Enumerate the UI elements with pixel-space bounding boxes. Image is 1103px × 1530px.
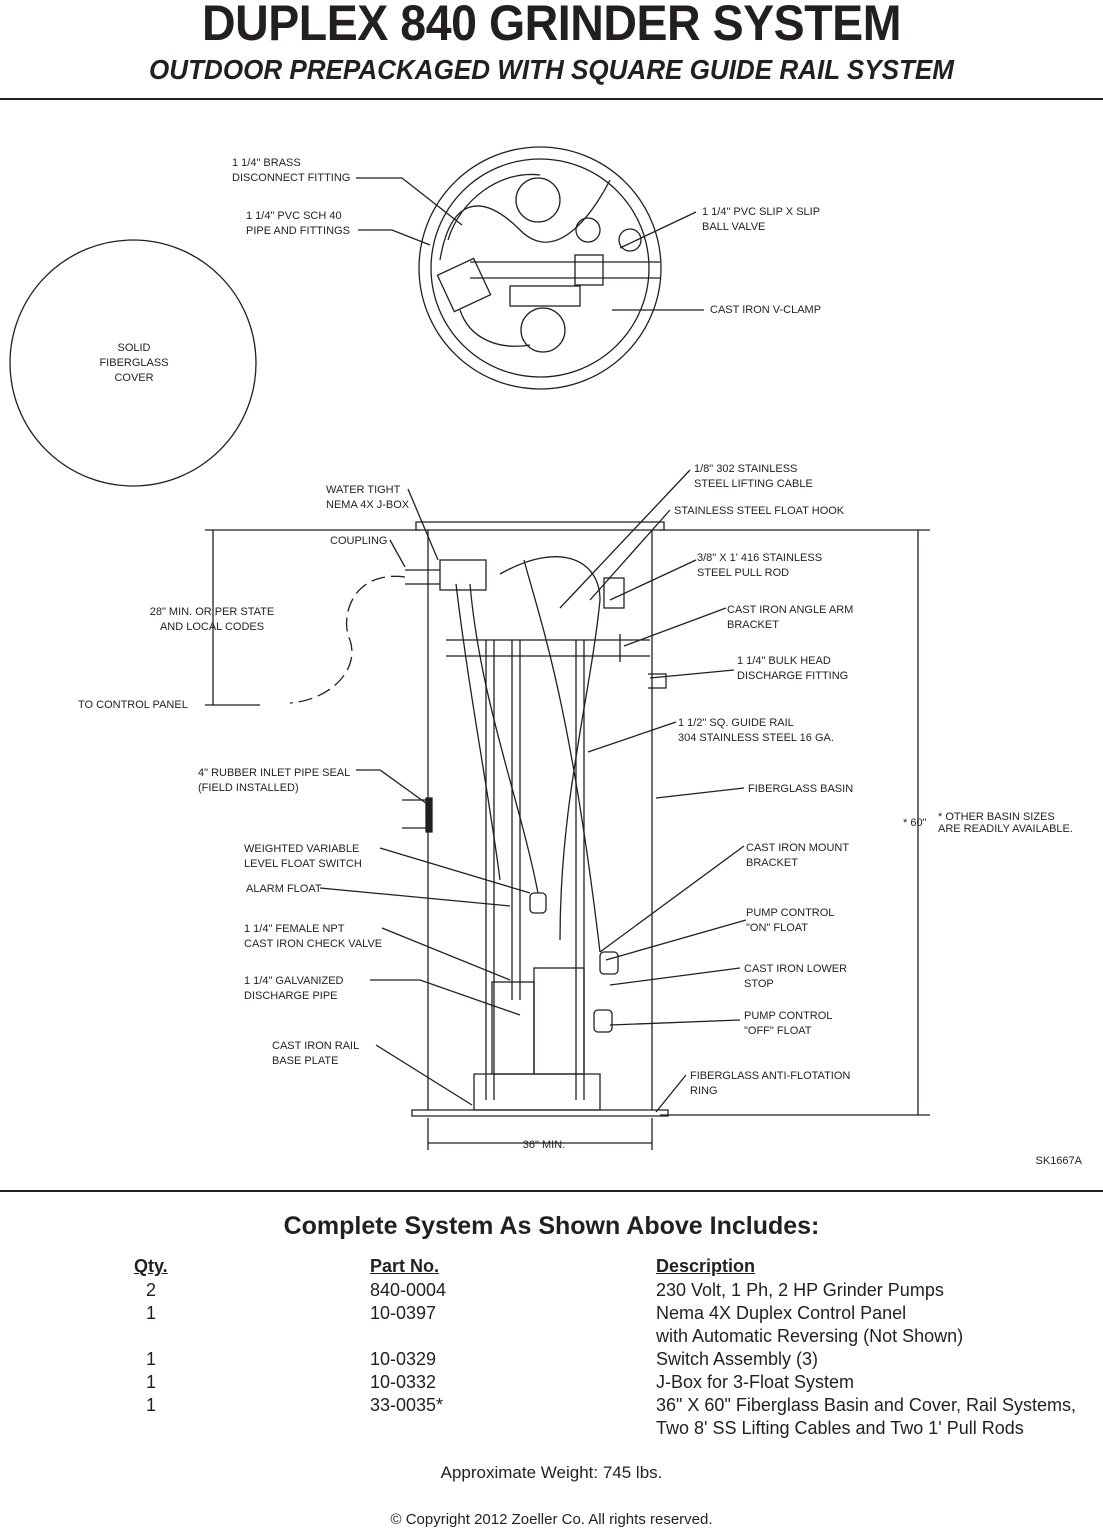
section-divider	[0, 1190, 1103, 1192]
label-v-clamp: CAST IRON V-CLAMP	[710, 304, 821, 316]
copyright: © Copyright 2012 Zoeller Co. All rights …	[390, 1511, 713, 1528]
fiberglass-cover	[9, 239, 257, 487]
basin-top-view-outer	[418, 146, 662, 390]
header-divider	[0, 98, 1103, 100]
row-part-no: 840-0004	[370, 1280, 447, 1300]
description-header: Description	[656, 1256, 756, 1276]
includes-title: Complete System As Shown Above Includes:	[283, 1212, 820, 1240]
row-part-no: 10-0397	[370, 1303, 437, 1323]
bulkhead-fitting	[648, 673, 667, 689]
on-float	[599, 951, 619, 975]
float-cords	[455, 556, 601, 953]
alarm-float	[529, 892, 547, 914]
label-alarm-float: ALARM FLOAT	[246, 883, 322, 895]
ball-valve-top-view	[574, 254, 604, 286]
basin-top-view-inner	[430, 158, 650, 378]
height-dimension-label: * 60"	[903, 817, 927, 829]
row-description: with Automatic Reversing (Not Shown)	[656, 1326, 964, 1346]
page-title: DUPLEX 840 GRINDER SYSTEM	[202, 0, 901, 51]
control-panel-conduit	[289, 575, 406, 704]
row-description: Switch Assembly (3)	[656, 1349, 819, 1369]
label-on-float: PUMP CONTROL"ON" FLOAT	[746, 907, 834, 934]
row-description: Nema 4X Duplex Control Panel	[656, 1303, 907, 1323]
base-plate	[473, 1073, 601, 1111]
part-header: Part No.	[370, 1256, 440, 1276]
row-description: 36" X 60" Fiberglass Basin and Cover, Ra…	[656, 1395, 1076, 1415]
row-qty: 1	[146, 1372, 157, 1392]
valve-handle-top-view-2	[618, 228, 642, 252]
row-description: J-Box for 3-Float System	[656, 1372, 855, 1392]
pump-1	[491, 981, 535, 1075]
float-hook	[603, 577, 625, 609]
leader-lines	[319, 177, 747, 1113]
label-float-hook: STAINLESS STEEL FLOAT HOOK	[674, 505, 845, 517]
label-off-float: PUMP CONTROL"OFF" FLOAT	[744, 1010, 832, 1037]
jbox	[439, 559, 487, 591]
row-qty: 2	[146, 1280, 157, 1300]
cable-top-view	[439, 173, 611, 347]
label-basin: FIBERGLASS BASIN	[748, 783, 853, 795]
height-dimension	[660, 529, 930, 1116]
anti-flotation-ring	[411, 1109, 669, 1117]
label-control-panel: TO CONTROL PANEL	[78, 699, 188, 711]
row-part-no: 10-0332	[370, 1372, 437, 1392]
row-part-no: 33-0035*	[370, 1395, 444, 1415]
row-description: 230 Volt, 1 Ph, 2 HP Grinder Pumps	[656, 1280, 944, 1300]
row-part-no: 10-0329	[370, 1349, 437, 1369]
qty-header: Qty.	[134, 1256, 168, 1276]
coupling	[405, 569, 440, 585]
row-qty: 1	[146, 1349, 157, 1369]
depth-dimension	[205, 529, 420, 706]
page-subtitle: OUTDOOR PREPACKAGED WITH SQUARE GUIDE RA…	[149, 54, 954, 85]
drawing-number: SK1667A	[1036, 1155, 1083, 1167]
discharge-pipe-top-view	[470, 261, 660, 279]
inlet-seal	[425, 797, 433, 833]
row-qty: 1	[146, 1303, 157, 1323]
jbox-top-view	[436, 257, 492, 313]
row-description: Two 8' SS Lifting Cables and Two 1' Pull…	[656, 1418, 1024, 1438]
width-dimension	[427, 1118, 653, 1150]
label-coupling: COUPLING	[330, 535, 387, 547]
pump-top-view-1	[515, 177, 561, 223]
width-dimension-label: 36" MIN.	[523, 1139, 565, 1151]
basin-rim	[415, 521, 665, 531]
valve-handle-top-view-1	[575, 217, 601, 243]
row-qty: 1	[146, 1395, 157, 1415]
v-clamp-top-view	[509, 285, 581, 307]
guide-rails	[485, 640, 585, 1100]
label-inlet-seal: 4" RUBBER INLET PIPE SEAL(FIELD INSTALLE…	[198, 767, 350, 794]
pump-top-view-2	[520, 307, 566, 353]
off-float	[593, 1009, 613, 1033]
inlet-pipe	[402, 799, 428, 829]
approximate-weight: Approximate Weight: 745 lbs.	[440, 1463, 663, 1482]
